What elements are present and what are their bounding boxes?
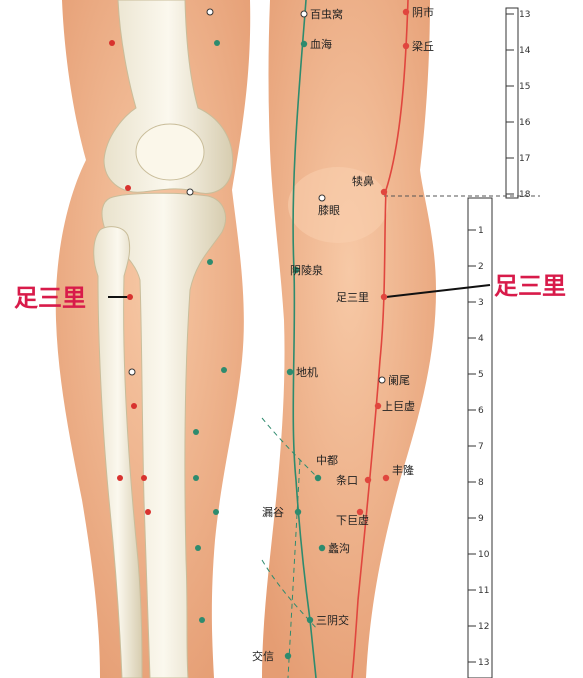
acupoint-label: 血海 [310,37,332,51]
acupoint-marker [381,294,387,300]
acupoint-marker [285,653,291,659]
callout-right-label: 足三里 [494,272,566,300]
scale-tick-label: 6 [478,406,484,416]
acupoint-label: 漏谷 [262,506,284,519]
scale-tick-label: 4 [478,334,484,344]
callout-left-label: 足三里 [14,284,86,312]
scale-tick-label: 13 [478,658,489,668]
acupoint-label: 百虫窝 [310,7,343,21]
scale-tick-label: 5 [478,370,484,380]
acupoint-label: 蠡沟 [328,541,350,555]
scale-tick-label: 3 [478,298,484,308]
acupoint-marker [403,43,409,49]
acupoint-label: 阴市 [412,5,434,19]
left-zusanli-point [127,294,133,300]
thigh-scale [506,8,518,198]
scale-tick-label: 8 [478,478,484,488]
scale-tick-label: 11 [478,586,489,596]
acupoint-marker [403,9,409,15]
acupoint-label: 足三里 [336,291,369,304]
acupoint-label: 交信 [252,649,274,663]
scale-tick-label: 12 [478,622,489,632]
scale-tick-label: 14 [519,46,531,56]
acupoint-marker [381,189,387,195]
acupoint-marker [379,377,385,383]
acupoint-label: 条口 [336,473,358,487]
scale-tick-label: 13 [519,10,530,20]
scale-tick-label: 10 [478,550,490,560]
scale-tick-label: 15 [519,82,530,92]
acupoint-marker [383,475,389,481]
acupoint-label: 梁丘 [412,39,434,53]
scale-tick-label: 17 [519,154,530,164]
scale-tick-label: 2 [478,262,484,272]
acupoint-label: 阴陵泉 [290,263,323,277]
acupoint-label: 丰隆 [392,463,414,477]
scale-tick-label: 9 [478,514,484,524]
acupoint-marker [319,195,325,201]
acupoint-marker [295,509,301,515]
scale-tick-label: 16 [519,118,531,128]
acupoint-label: 地机 [296,365,318,379]
acupoint-marker [365,477,371,483]
scale-tick-label: 1 [478,226,484,236]
acupoint-marker [319,545,325,551]
acupoint-label: 下巨虚 [336,514,369,527]
acupoint-marker [301,11,307,17]
scale-tick-label: 18 [519,190,531,200]
acupoint-label: 三阴交 [316,613,349,627]
acupoint-marker [375,403,381,409]
scale-tick-label: 7 [478,442,484,452]
acupoint-label: 中都 [316,454,338,467]
acupoint-label: 犊鼻 [352,174,374,188]
acupoint-label: 上巨虚 [382,400,415,413]
acupoint-marker [287,369,293,375]
acupoint-label: 膝眼 [318,204,340,217]
acupoint-marker [301,41,307,47]
acupoint-marker [315,475,321,481]
acupoint-marker [307,617,313,623]
acupoint-label: 阑尾 [388,373,410,387]
